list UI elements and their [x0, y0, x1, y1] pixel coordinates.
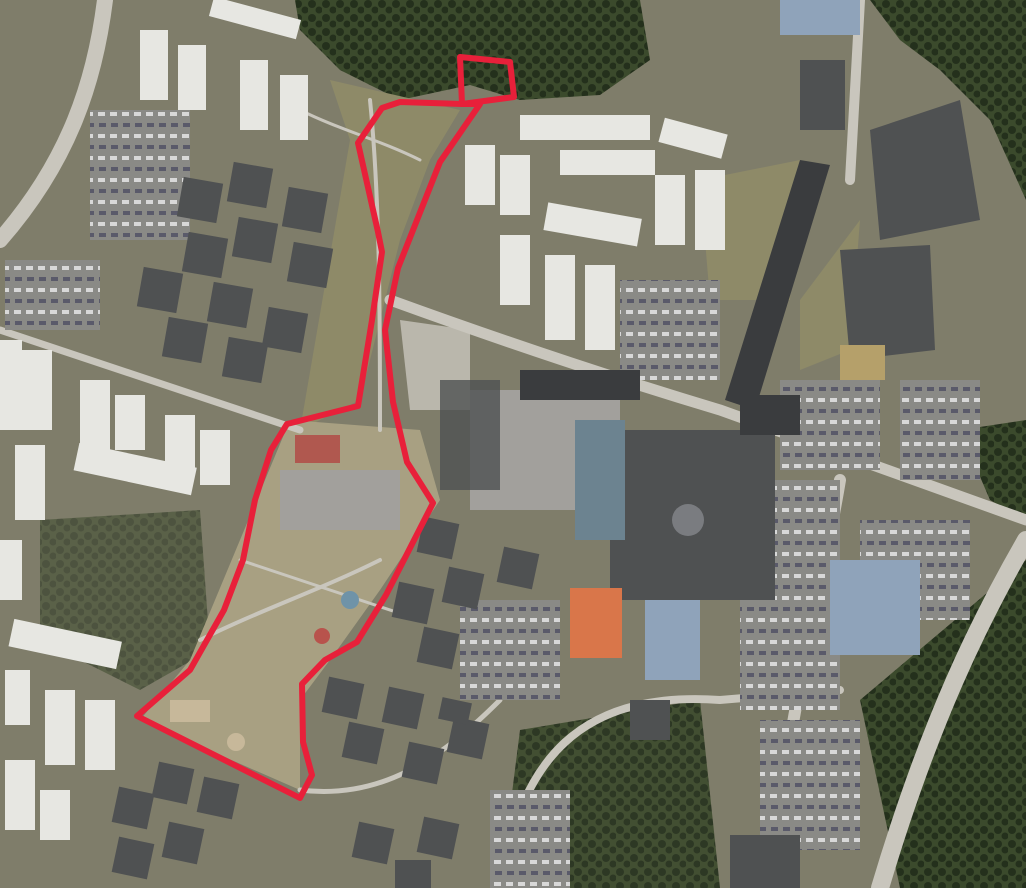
apartment-buildings	[111, 161, 540, 888]
row-houses-white	[140, 0, 728, 350]
study-area-boundary[interactable]	[134, 54, 517, 801]
colored-roofs	[570, 345, 885, 680]
sports-area	[170, 435, 400, 751]
large-buildings	[440, 0, 980, 888]
row-houses-west	[0, 340, 230, 840]
